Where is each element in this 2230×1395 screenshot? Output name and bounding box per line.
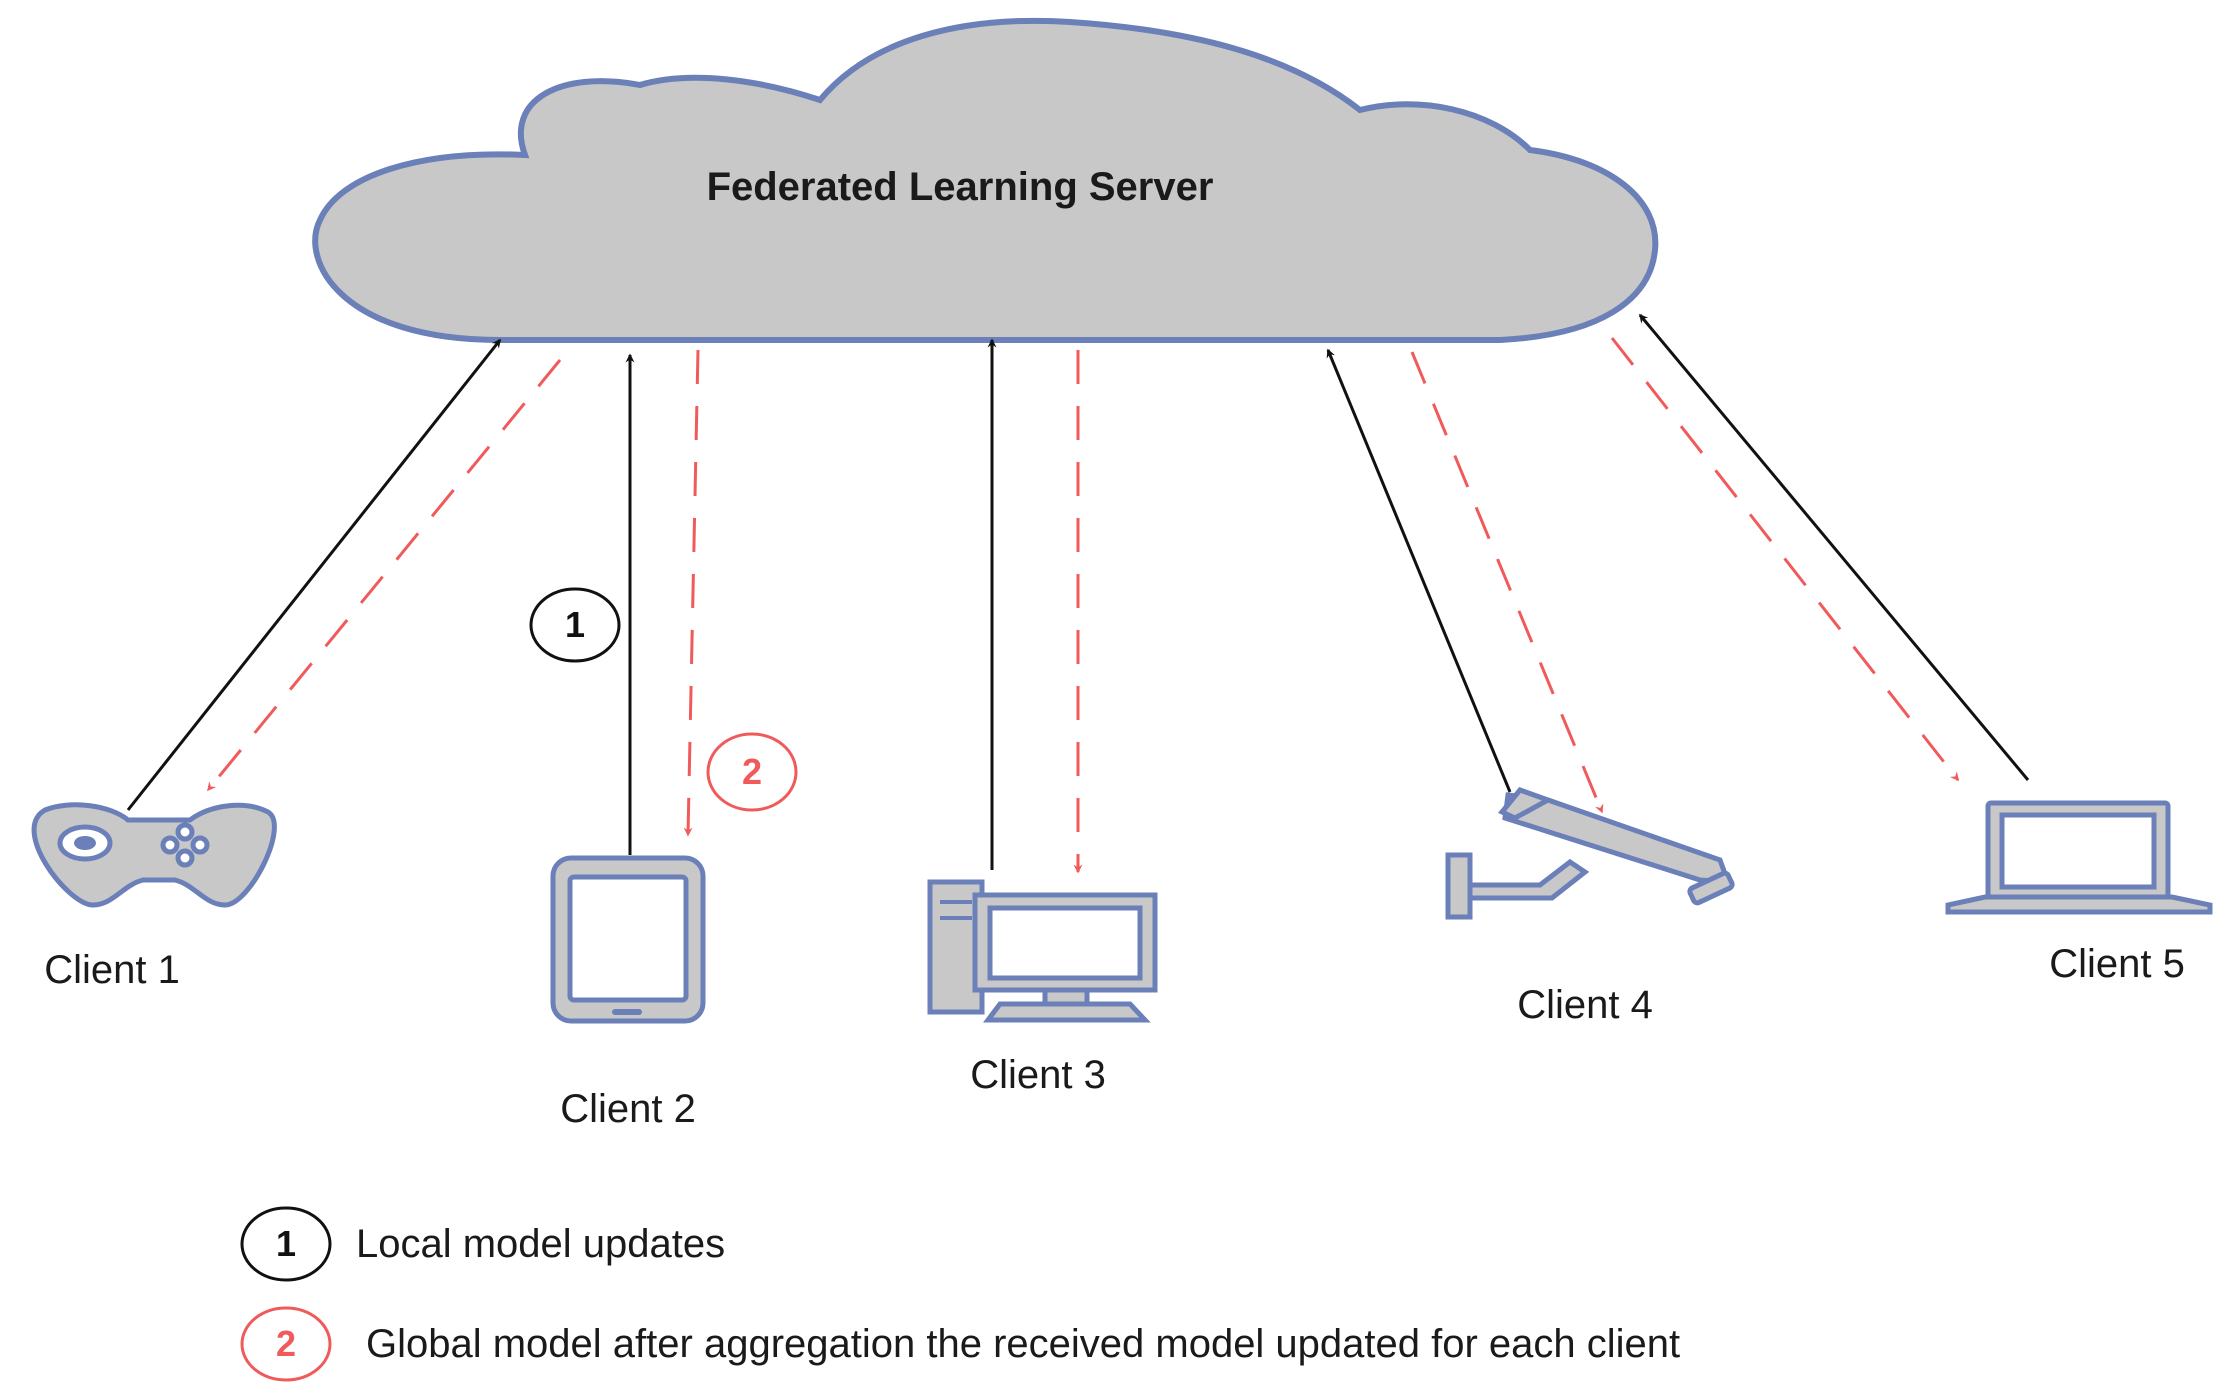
client-label-3: Client 3 <box>970 1053 1106 1097</box>
global-update-arrows <box>206 337 1960 874</box>
game-controller-icon <box>31 802 277 908</box>
tablet-icon <box>550 855 706 1024</box>
desktop-computer-icon <box>927 879 1158 1023</box>
local-update-arrows <box>126 313 2030 870</box>
client-label-4: Client 4 <box>1517 983 1653 1027</box>
legend-local-text: Local model updates <box>356 1222 725 1266</box>
global-update-arrow-client-4 <box>1410 351 1604 814</box>
legend: 1 Local model updates 2 Global model aft… <box>240 1206 1680 1382</box>
local-update-marker-number: 1 <box>565 604 585 645</box>
global-update-arrow-client-2 <box>683 349 700 837</box>
federated-learning-server: Federated Learning Server <box>312 17 1659 343</box>
global-update-arrow-client-5 <box>1610 337 1960 782</box>
local-update-arrow-client-1 <box>126 338 502 811</box>
legend-local-number: 1 <box>276 1223 296 1264</box>
global-update-marker: 2 <box>706 732 798 812</box>
legend-item-local: 1 Local model updates <box>240 1206 725 1282</box>
laptop-icon <box>1945 800 2213 915</box>
local-update-arrow-client-5 <box>1638 313 2030 781</box>
global-update-marker-number: 2 <box>742 751 762 792</box>
legend-global-number: 2 <box>276 1323 296 1364</box>
security-camera-icon <box>1445 787 1735 920</box>
cloud-shape <box>312 17 1659 343</box>
server-title: Federated Learning Server <box>707 165 1214 209</box>
client-label-1: Client 1 <box>44 948 180 992</box>
local-update-marker: 1 <box>529 587 621 663</box>
client-label-5: Client 5 <box>2049 942 2185 986</box>
legend-item-global: 2 Global model after aggregation the rec… <box>240 1306 1680 1382</box>
client-label-2: Client 2 <box>560 1087 696 1131</box>
global-update-arrow-client-1 <box>206 359 562 792</box>
legend-global-text: Global model after aggregation the recei… <box>366 1322 1680 1366</box>
local-update-arrow-client-4 <box>1326 348 1512 793</box>
